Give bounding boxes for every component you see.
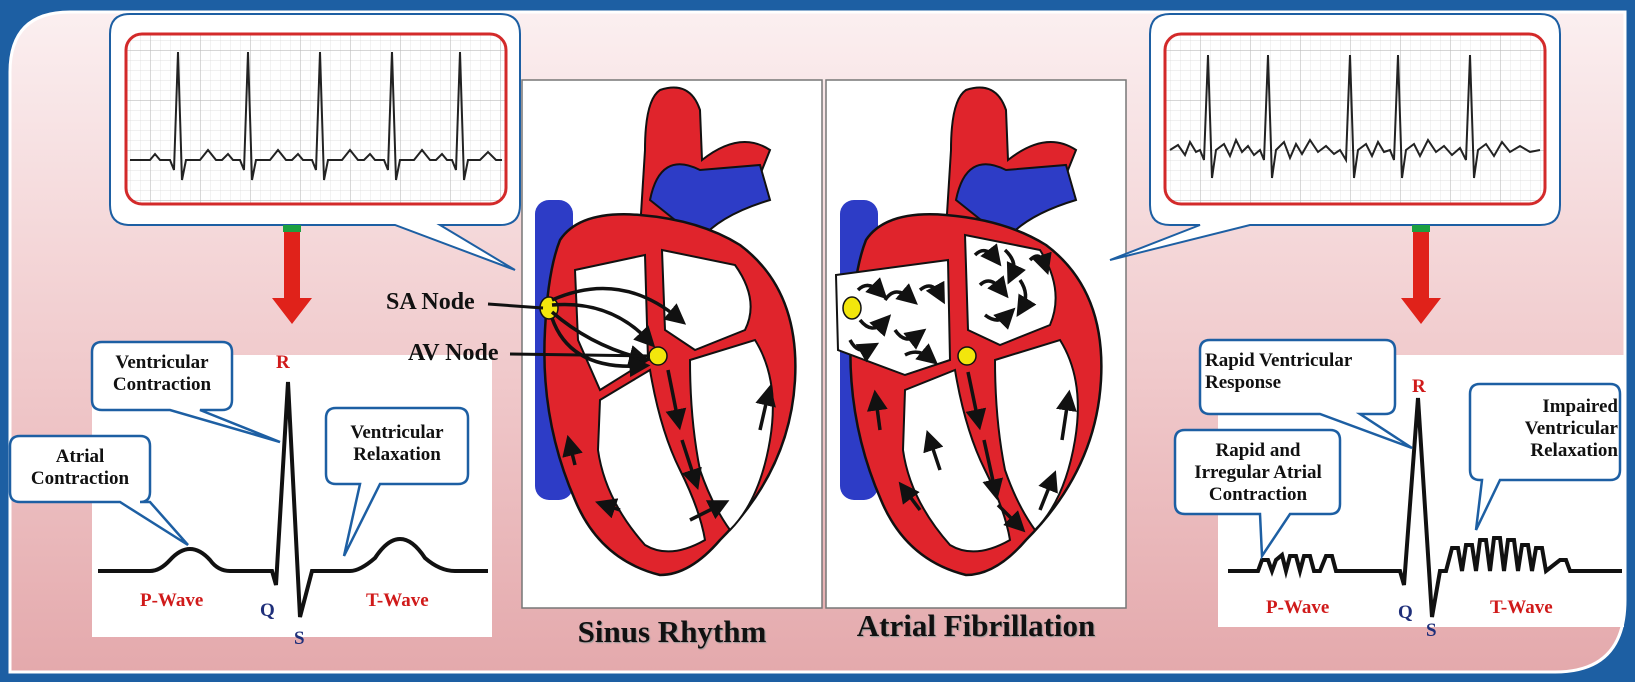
afib-t-wave-label: T-Wave bbox=[1490, 597, 1553, 619]
sinus-t-wave-label: T-Wave bbox=[366, 590, 429, 612]
callout-atrial-contraction: Atrial Contraction bbox=[14, 446, 146, 490]
afib-s-label: S bbox=[1426, 620, 1437, 642]
afib-ecg-strip bbox=[1165, 34, 1545, 204]
av-node-label: AV Node bbox=[408, 340, 498, 368]
sinus-s-label: S bbox=[294, 628, 305, 650]
afib-av-node-marker bbox=[958, 347, 976, 365]
sinus-r-label: R bbox=[276, 352, 290, 374]
callout-ventricular-relaxation: Ventricular Relaxation bbox=[330, 422, 464, 466]
sinus-p-wave-label: P-Wave bbox=[140, 590, 203, 612]
callout-ventricular-contraction: Ventricular Contraction bbox=[96, 352, 228, 396]
callout-irregular-atrial: Rapid and Irregular Atrial Contraction bbox=[1180, 440, 1336, 506]
av-node-marker bbox=[649, 347, 667, 365]
sinus-q-label: Q bbox=[260, 600, 275, 622]
sinus-rhythm-caption: Sinus Rhythm bbox=[522, 614, 822, 650]
afib-arrow-cap bbox=[1412, 225, 1430, 232]
afib-r-label: R bbox=[1412, 376, 1426, 398]
afib-sa-node-marker bbox=[843, 297, 861, 319]
afib-q-label: Q bbox=[1398, 602, 1413, 624]
sinus-arrow-cap bbox=[283, 225, 301, 232]
callout-rapid-ventricular: Rapid Ventricular Response bbox=[1205, 350, 1391, 394]
callout-impaired: Impaired Ventricular Relaxation bbox=[1474, 396, 1618, 462]
atrial-fibrillation-caption: Atrial Fibrillation bbox=[826, 608, 1126, 644]
afib-p-wave-label: P-Wave bbox=[1266, 597, 1329, 619]
sa-node-label: SA Node bbox=[386, 289, 475, 317]
av-node-pointer bbox=[510, 354, 650, 356]
